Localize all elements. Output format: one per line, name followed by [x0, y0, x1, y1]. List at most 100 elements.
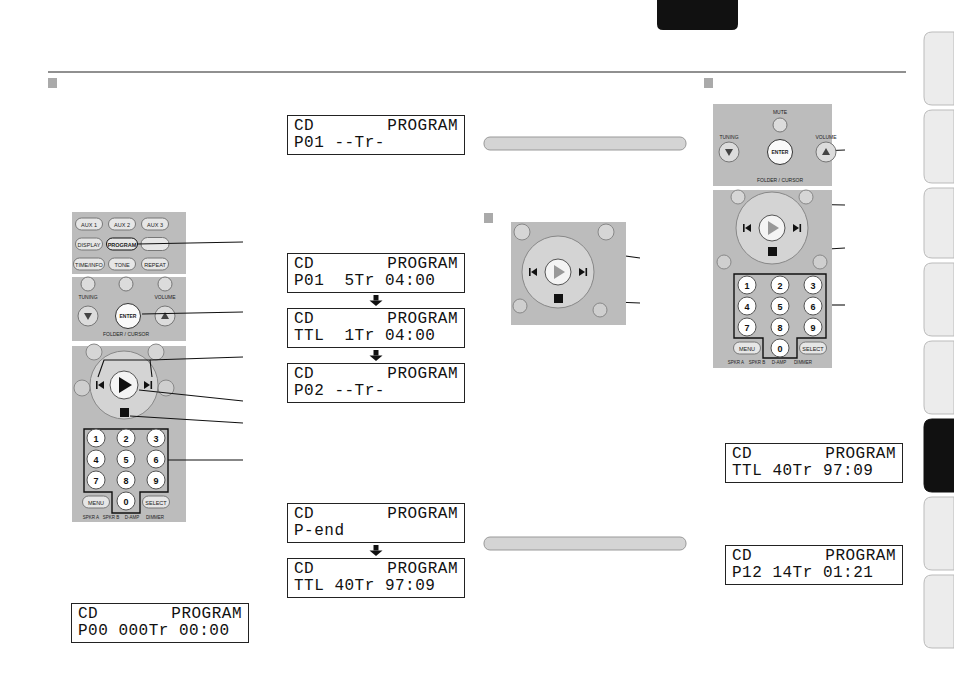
display-readout: TTL 1Tr 04:00 [294, 327, 435, 345]
number-button: 3 [804, 276, 823, 295]
display-readout: TTL 40Tr 97:09 [294, 577, 435, 595]
remote-button: AUX 3 [141, 218, 169, 231]
remote-button: MENU [82, 496, 110, 509]
number-button: 6 [147, 450, 166, 469]
illustration-part [799, 190, 813, 204]
number-button: 8 [117, 471, 136, 490]
illustration-part [110, 371, 138, 399]
header-rule [48, 71, 906, 72]
mode-indicator: PROGRAM [387, 256, 458, 273]
button-caption: VOLUME [815, 134, 836, 140]
illustration-part [545, 259, 571, 285]
illustration-part [150, 357, 243, 360]
illustration-part [731, 190, 745, 204]
section-marker [704, 78, 713, 88]
illustration-part [743, 224, 745, 232]
arrow-shaft [374, 350, 379, 356]
illustration-part [513, 299, 527, 313]
remote-button: SELECT [799, 342, 827, 355]
illustration-part [768, 221, 779, 235]
remote-button: REPEAT [141, 258, 169, 271]
number-button: 9 [147, 471, 166, 490]
number-button: 6 [804, 297, 823, 316]
display-line: P01 --Tr- [294, 135, 458, 152]
display-line: P-end [294, 523, 458, 540]
arrow-head [370, 551, 383, 557]
arrow-head [370, 356, 383, 362]
number-button: 4 [87, 450, 106, 469]
illustration-part [514, 224, 530, 240]
illustration-part [717, 255, 731, 269]
display-line: CDPROGRAM [732, 548, 896, 565]
illustration-part [924, 497, 954, 570]
illustration-part [511, 222, 626, 325]
illustration-part [137, 242, 243, 244]
lcd-display: CDPROGRAMP12 14Tr 01:21 [725, 545, 903, 585]
arrow-head [370, 301, 383, 307]
illustration-part [86, 344, 102, 360]
source-indicator: CD [294, 366, 314, 383]
illustration-part [713, 104, 832, 186]
lcd-display: CDPROGRAMP01 5Tr 04:00 [287, 253, 465, 293]
side-tabs [924, 32, 954, 648]
section-marker [484, 213, 493, 223]
page-frame [48, 0, 906, 550]
illustration-part [734, 274, 826, 358]
illustration-part [924, 419, 954, 492]
remote-left [72, 212, 186, 522]
number-button: 9 [804, 318, 823, 337]
illustration-part [130, 416, 243, 423]
illustration-part [119, 377, 132, 393]
display-readout: P12 14Tr 01:21 [732, 564, 873, 582]
illustration-part [74, 380, 90, 396]
button-caption: DIMMER [794, 360, 812, 365]
remote-button: AUX 1 [75, 218, 103, 231]
remote-button: MENU [733, 342, 761, 355]
number-button: 7 [738, 318, 757, 337]
illustration-part [84, 313, 92, 320]
illustration-part [148, 344, 164, 360]
section-marker [48, 78, 57, 88]
number-button: 2 [117, 429, 136, 448]
illustration-part [793, 224, 799, 232]
illustration-part [736, 192, 808, 264]
illustration-part [719, 142, 739, 162]
illustration-part [713, 190, 832, 368]
illustration-part [773, 118, 787, 132]
lcd-display: CDPROGRAMP02 --Tr- [287, 363, 465, 403]
source-indicator: CD [78, 606, 98, 623]
source-indicator: CD [294, 311, 314, 328]
illustration-part [96, 381, 98, 389]
display-readout: P02 --Tr- [294, 382, 385, 400]
illustration-part [72, 277, 186, 341]
source-indicator: CD [732, 446, 752, 463]
display-readout: P01 5Tr 04:00 [294, 272, 435, 290]
source-indicator: CD [294, 561, 314, 578]
illustration-part [158, 277, 172, 291]
illustration-part [924, 32, 954, 105]
note-bar [484, 137, 686, 150]
illustration-part [168, 459, 243, 460]
remote-button: SELECT [142, 496, 170, 509]
illustration-part [554, 265, 565, 279]
mode-indicator: PROGRAM [171, 606, 242, 623]
illustration-part [598, 224, 614, 240]
lcd-display: CDPROGRAMTTL 40Tr 97:09 [725, 443, 903, 483]
illustration-part [139, 390, 243, 401]
display-line: P01 5Tr 04:00 [294, 273, 458, 290]
button-caption: SPKR A [83, 515, 99, 520]
display-line: P00 000Tr 00:00 [78, 623, 242, 640]
illustration-part [759, 215, 785, 241]
illustration-part [554, 294, 563, 303]
number-button: 5 [771, 297, 790, 316]
display-line: TTL 40Tr 97:09 [294, 578, 458, 595]
lcd-display: CDPROGRAMP-end [287, 503, 465, 543]
illustration-part [522, 236, 594, 308]
illustration-part [98, 381, 104, 389]
number-button: 1 [738, 276, 757, 295]
display-line: TTL 1Tr 04:00 [294, 328, 458, 345]
display-line: P12 14Tr 01:21 [732, 565, 896, 582]
button-caption: D-AMP [125, 515, 140, 520]
display-line: CDPROGRAM [294, 506, 458, 523]
illustration-part [816, 142, 836, 162]
